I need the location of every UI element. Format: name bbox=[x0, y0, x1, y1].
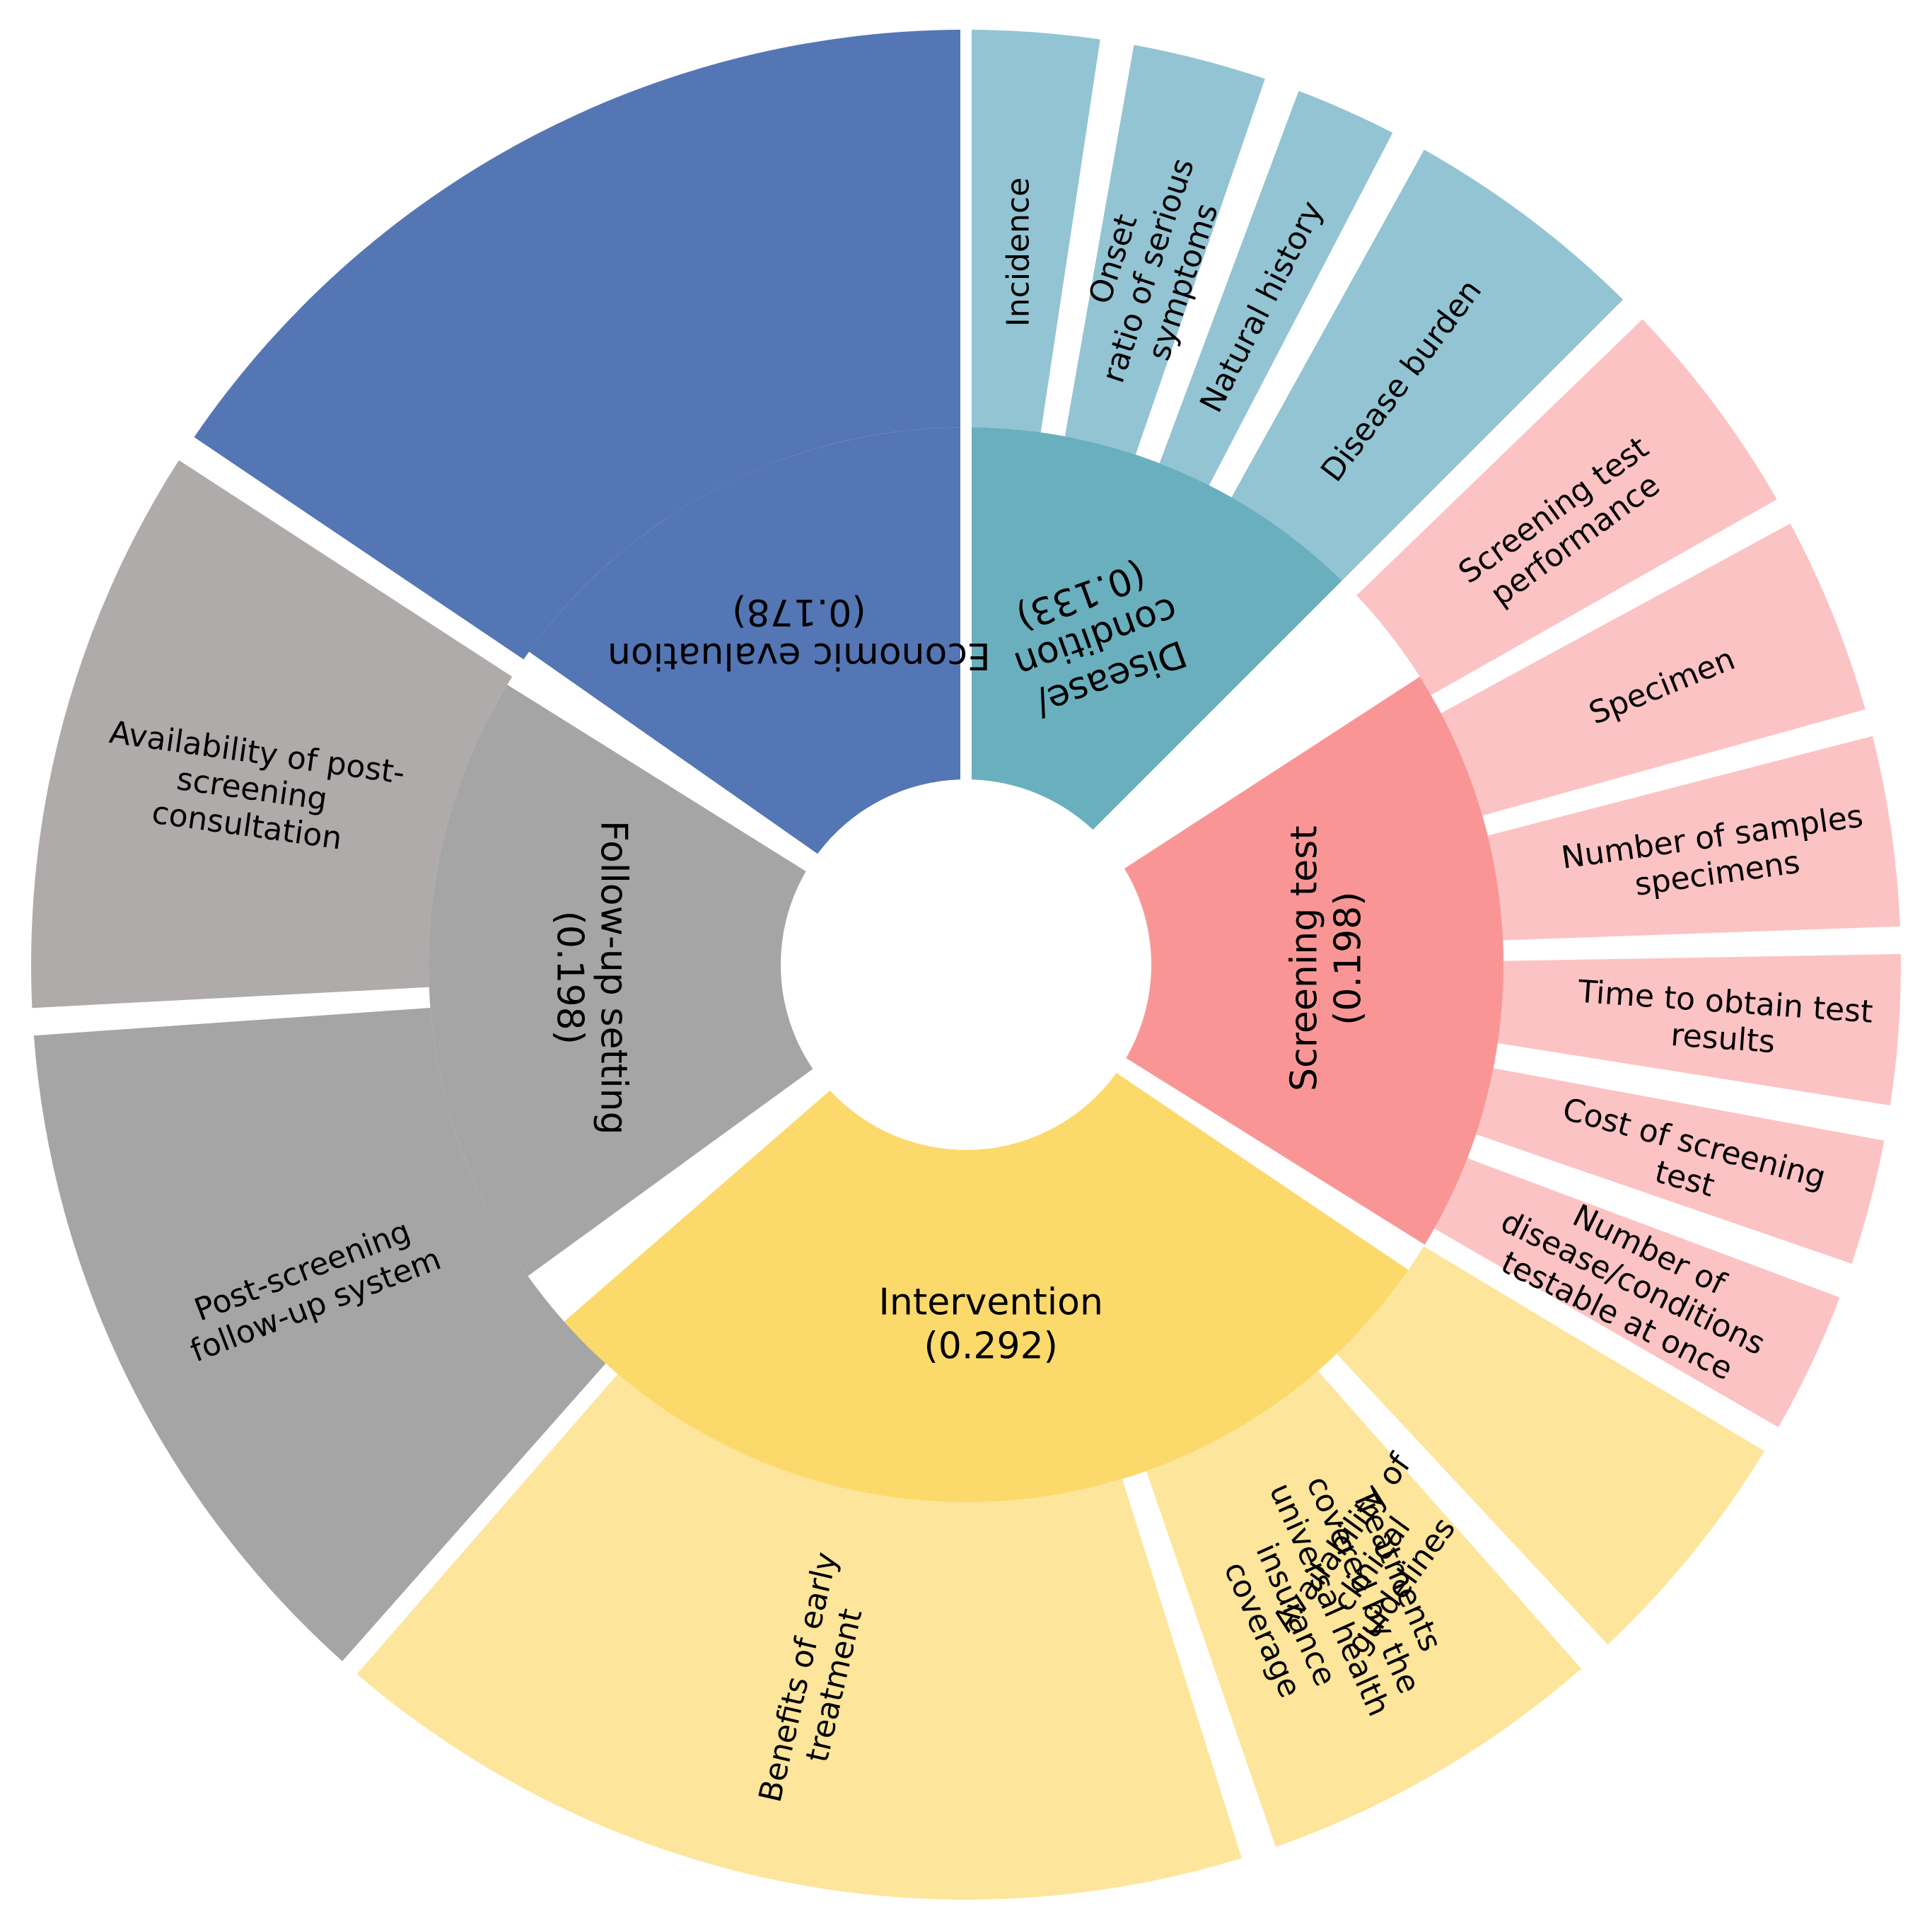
outer-segment-incidence bbox=[971, 30, 1100, 433]
outer-segment-number-of-samples-specimens bbox=[1487, 736, 1900, 941]
inner-label-screening-test-line: Screening test bbox=[1284, 825, 1326, 1091]
outer-segment-treatments-covered-by-the-universal-health-insurance-coverage bbox=[1146, 1371, 1581, 1847]
outer-segment-screening-test-performance bbox=[1356, 319, 1777, 695]
outer-segment-benefits-of-early-treatment bbox=[356, 1373, 1242, 1900]
outer-segment-post-screening-follow-up-system bbox=[33, 1007, 606, 1661]
inner-segment-screening-test bbox=[1124, 676, 1503, 1245]
inner-label-follow-up-setting: Follow-up setting(0.198) bbox=[549, 820, 635, 1135]
outer-label-incidence: Incidence bbox=[1001, 178, 1037, 327]
inner-label-intervention-line: Intervention bbox=[879, 1281, 1103, 1323]
inner-label-screening-test: Screening test(0.198) bbox=[1284, 825, 1370, 1091]
outer-segment-availability-of-post-screening-consultation bbox=[30, 460, 513, 1009]
outer-segment-availability-of-clinical-guidelines bbox=[1337, 1246, 1765, 1645]
inner-segment-disease-condition bbox=[971, 427, 1342, 830]
outer-segment-specimen bbox=[1441, 523, 1866, 816]
inner-label-follow-up-setting-line: (0.198) bbox=[549, 911, 591, 1045]
outer-segment-onset-ratio-of-serious-symptoms bbox=[1064, 45, 1265, 455]
inner-label-follow-up-setting-line: Follow-up setting bbox=[593, 820, 635, 1135]
inner-segment-intervention bbox=[564, 1073, 1409, 1502]
outer-ring bbox=[30, 30, 1901, 1900]
inner-label-economic-evaluation-line: (0.178) bbox=[732, 591, 866, 633]
inner-label-intervention: Intervention(0.292) bbox=[879, 1281, 1103, 1367]
outer-segment-cost-of-screening-test bbox=[1476, 1068, 1885, 1264]
outer-segment-number-of-disease-conditions-testable-at-once bbox=[1434, 1158, 1840, 1428]
inner-label-screening-test-line: (0.198) bbox=[1327, 891, 1370, 1025]
inner-label-intervention-line: (0.292) bbox=[924, 1325, 1058, 1367]
outer-segment-time-to-obtain-test-results bbox=[1497, 953, 1901, 1105]
inner-ring bbox=[429, 427, 1503, 1502]
outer-segment-natural-history bbox=[1159, 91, 1393, 486]
inner-label-economic-evaluation: Economic evaluation(0.178) bbox=[607, 591, 991, 677]
inner-segment-economic-evaluation bbox=[529, 427, 961, 854]
inner-label-economic-evaluation-line: Economic evaluation bbox=[607, 634, 991, 677]
outer-label-time-to-obtain-test-results-line: results bbox=[1670, 1017, 1776, 1060]
inner-segment-follow-up-setting bbox=[429, 685, 813, 1277]
outer-segment-disease-burden bbox=[1231, 149, 1624, 581]
outer-segment-economic-evaluation-outer-0 bbox=[194, 30, 961, 660]
outer-label-incidence-line: Incidence bbox=[1001, 178, 1037, 327]
